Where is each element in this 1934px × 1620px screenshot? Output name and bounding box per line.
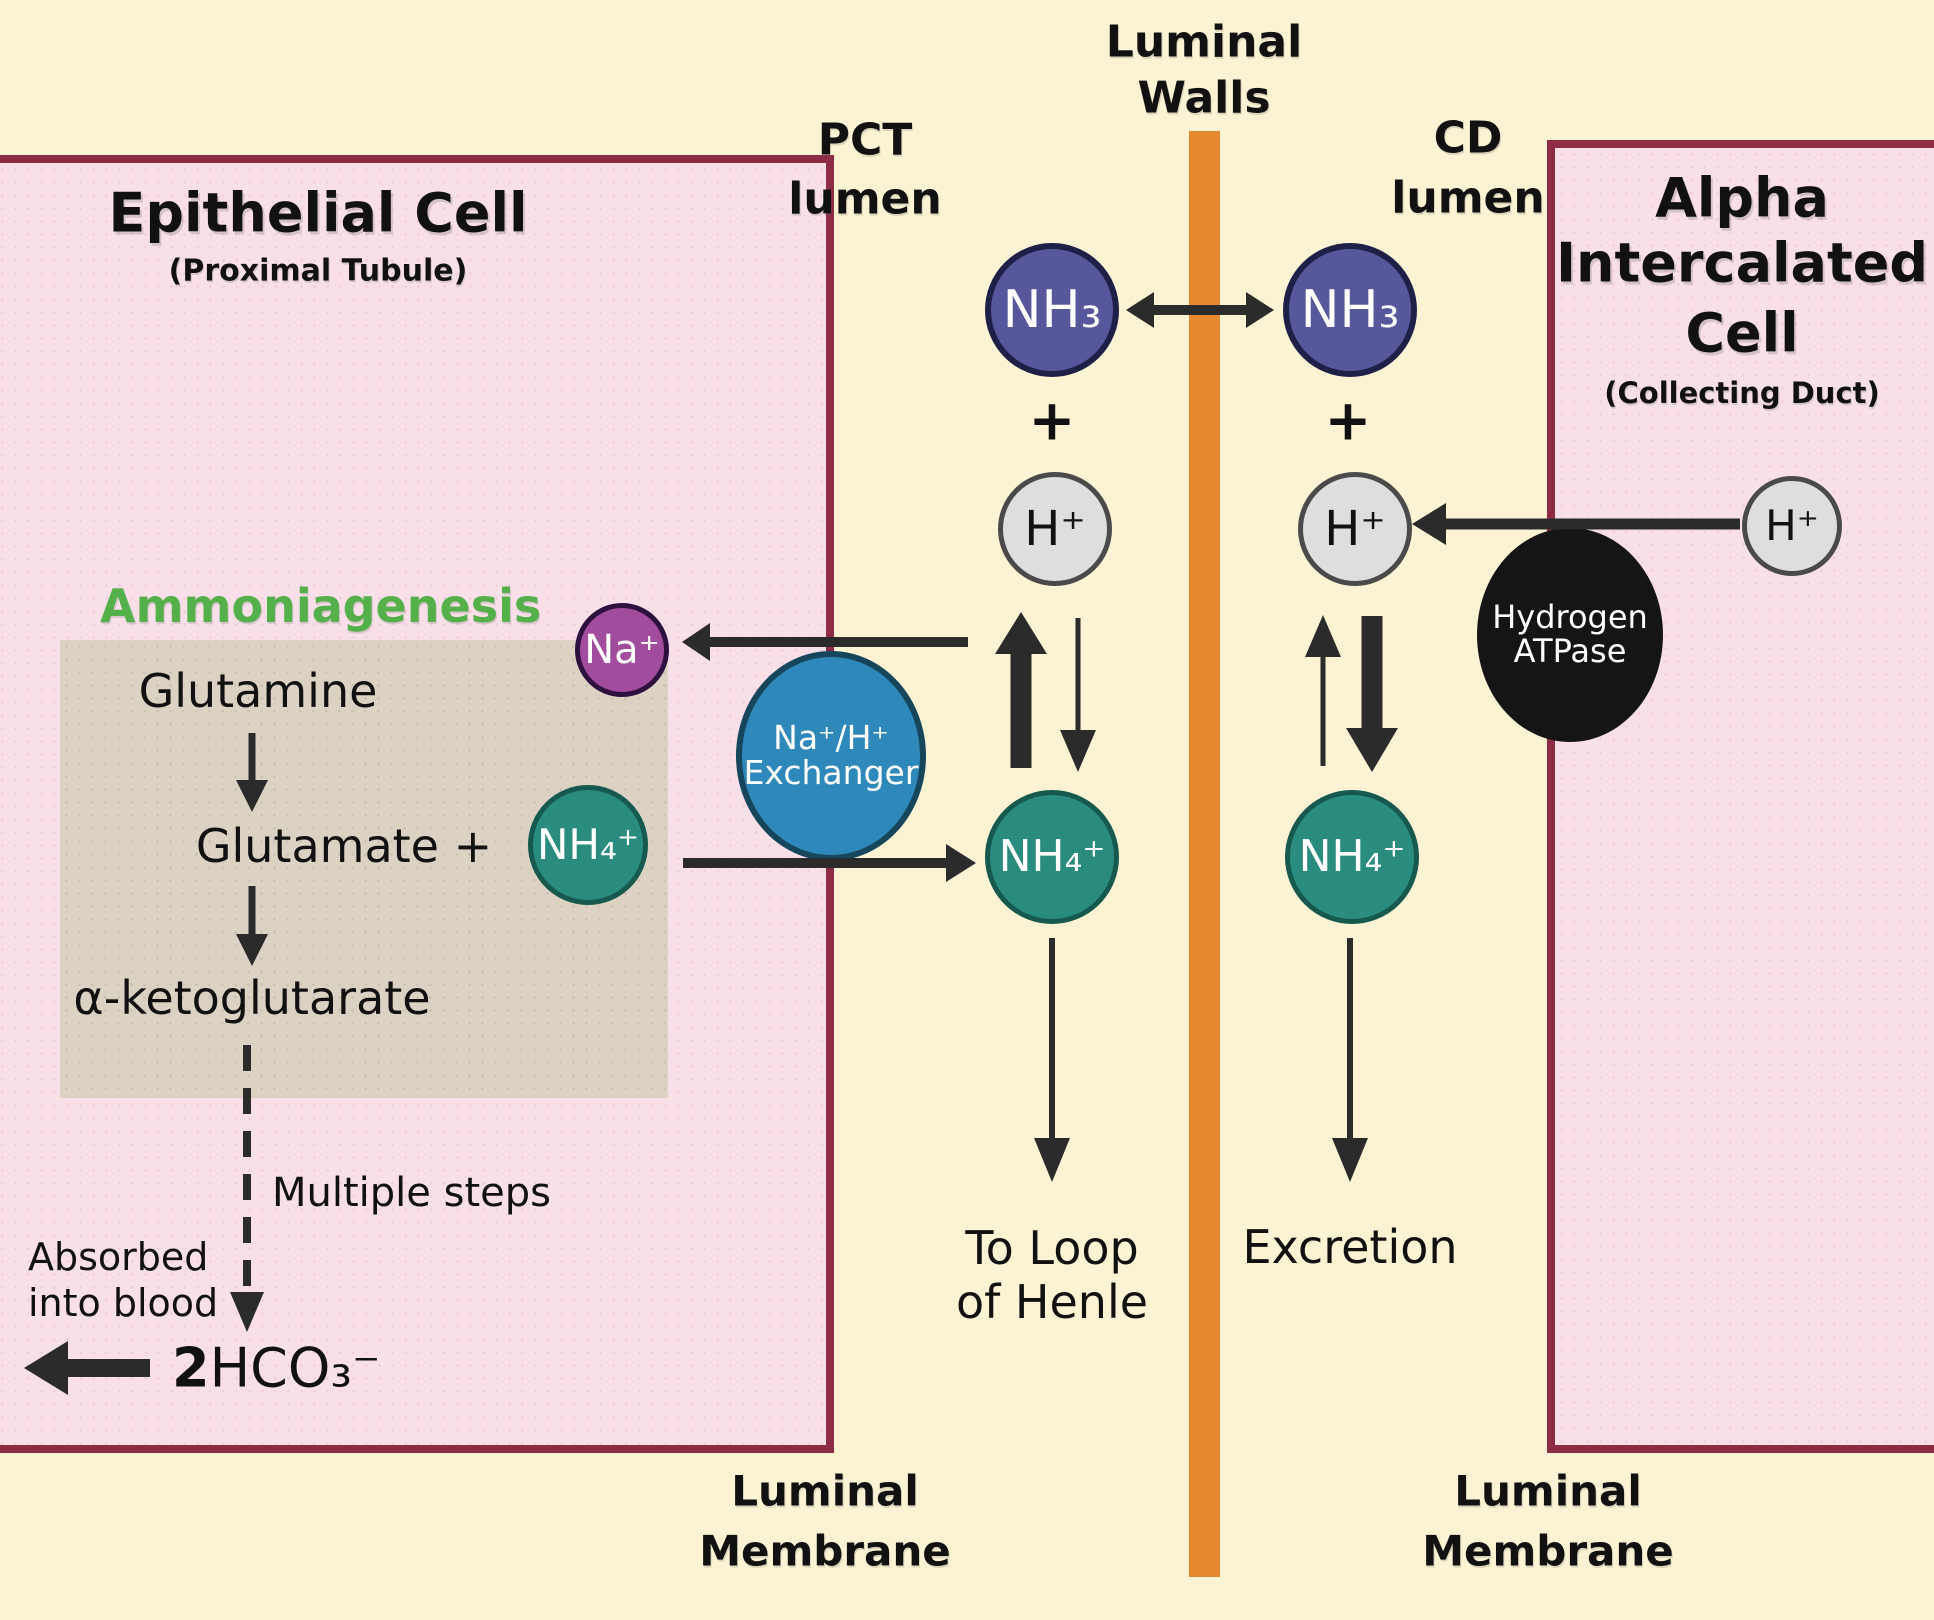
na-h-exchanger-label: Na⁺/H⁺ Exchanger	[744, 721, 919, 790]
nh3-circle-cd: NH₃	[1283, 243, 1417, 377]
cd-lumen-label-line2: lumen	[1391, 172, 1545, 224]
plus-sign-cd: +	[1324, 388, 1372, 454]
luminal-walls-label-line2: Walls	[1137, 72, 1271, 124]
pct-equilibrium-down-arrow	[1060, 618, 1096, 772]
ketoglutarate-label: α-ketoglutarate	[73, 971, 431, 1025]
bicarbonate-formula: HCO₃⁻	[209, 1336, 381, 1400]
bicarbonate-label: 2HCO₃⁻	[172, 1337, 381, 1400]
nh4-circle-pct: NH₄⁺	[985, 790, 1119, 924]
luminal-membrane-label-left-line2: Membrane	[699, 1526, 951, 1576]
epithelial-cell-subtitle: (Proximal Tubule)	[168, 253, 468, 289]
glutamine-label: Glutamine	[138, 664, 378, 718]
cd-equilibrium-down-arrow	[1346, 616, 1398, 772]
luminal-membrane-label-right-line1: Luminal	[1454, 1466, 1642, 1516]
excretion-arrow	[1332, 938, 1368, 1182]
plus-sign-pct: +	[1028, 388, 1076, 454]
nh3-circle-pct: NH₃	[985, 243, 1119, 377]
nh4-label: NH₄⁺	[1298, 830, 1406, 882]
atpase-line2: ATPase	[1513, 632, 1627, 670]
h-plus-circle-source: H⁺	[1742, 476, 1842, 576]
nh4-circle-cd: NH₄⁺	[1285, 790, 1419, 924]
h-plus-label: H⁺	[1324, 500, 1386, 557]
nh4-label: NH₄⁺	[536, 819, 639, 869]
exchanger-line2: Exchanger	[743, 753, 919, 792]
multiple-steps-label: Multiple steps	[272, 1170, 551, 1216]
epithelial-cell-title: Epithelial Cell	[108, 181, 528, 245]
cd-lumen-label-line1: CD	[1433, 112, 1503, 164]
na-circle: Na⁺	[575, 603, 669, 697]
glutamate-label: Glutamate +	[195, 819, 493, 873]
pct-lumen-label-line2: lumen	[788, 173, 942, 225]
absorbed-label-line2: into blood	[28, 1281, 219, 1325]
luminal-wall-bar	[1189, 131, 1220, 1577]
luminal-walls-label-line1: Luminal	[1105, 16, 1303, 68]
to-loop-label-line2: of Henle	[955, 1275, 1149, 1329]
alpha-cell-title-line3: Cell	[1685, 301, 1799, 365]
exchanger-line1: Na⁺/H⁺	[773, 718, 889, 758]
h-plus-label: H⁺	[1765, 500, 1819, 550]
hydrogen-atpase-pump: Hydrogen ATPase	[1477, 528, 1663, 742]
to-loop-label-line1: To Loop	[965, 1221, 1139, 1275]
na-h-exchanger: Na⁺/H⁺ Exchanger	[736, 651, 926, 861]
cd-equilibrium-up-arrow	[1305, 615, 1341, 766]
excretion-label: Excretion	[1242, 1220, 1458, 1274]
bicarbonate-coefficient: 2	[172, 1336, 210, 1400]
luminal-membrane-label-left-line1: Luminal	[731, 1466, 919, 1516]
alpha-cell-title-line2: Intercalated	[1555, 231, 1929, 295]
na-label: Na⁺	[584, 627, 660, 673]
nh4-circle-ammoniagenesis: NH₄⁺	[528, 785, 648, 905]
alpha-cell-subtitle: (Collecting Duct)	[1604, 376, 1880, 410]
nh3-label: NH₃	[1300, 279, 1400, 340]
absorbed-label-line1: Absorbed	[28, 1235, 209, 1279]
alpha-intercalated-cell-box	[1547, 140, 1934, 1453]
pct-equilibrium-up-arrow	[995, 612, 1047, 768]
nh4-label: NH₄⁺	[998, 830, 1106, 882]
nh3-label: NH₃	[1002, 279, 1102, 340]
h-plus-circle-pct: H⁺	[998, 472, 1112, 586]
h-plus-label: H⁺	[1024, 500, 1086, 557]
atpase-line1: Hydrogen	[1492, 598, 1648, 637]
to-loop-arrow	[1034, 938, 1070, 1182]
ammoniagenesis-heading: Ammoniagenesis	[100, 579, 542, 633]
hydrogen-atpase-label: Hydrogen ATPase	[1492, 601, 1648, 668]
pct-lumen-label-line1: PCT	[817, 114, 913, 166]
alpha-cell-title-line1: Alpha	[1655, 166, 1829, 230]
luminal-membrane-label-right-line2: Membrane	[1422, 1526, 1674, 1576]
h-plus-circle-cd: H⁺	[1298, 472, 1412, 586]
